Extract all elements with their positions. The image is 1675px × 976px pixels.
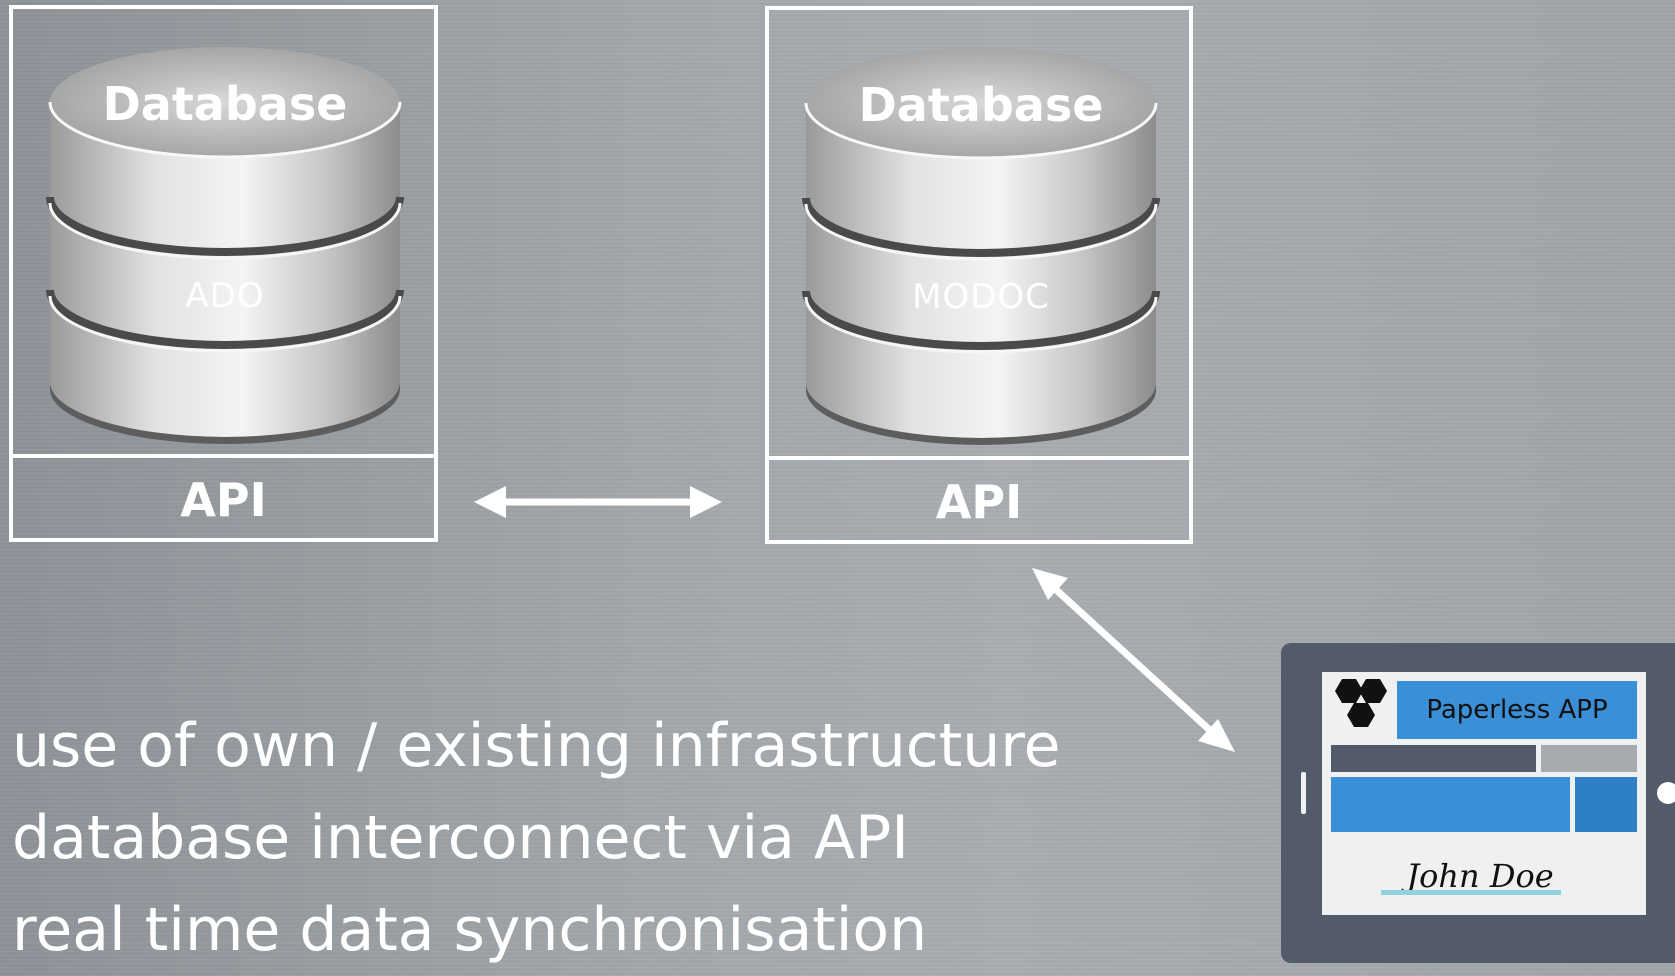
connector-arrows (0, 0, 1675, 942)
api-label: API (180, 473, 267, 527)
database-title: Database (859, 78, 1104, 132)
database-title: Database (103, 77, 348, 131)
app-ui-block (1541, 745, 1637, 772)
api-label: API (935, 475, 1023, 529)
tablet-side-button (1301, 772, 1306, 814)
database-area: Database MODOC (769, 10, 1189, 460)
signature-line (1381, 890, 1561, 895)
feature-list: use of own / existing infrastructure dat… (12, 700, 1061, 976)
database-name: ADO (185, 276, 264, 316)
database-name: MODOC (912, 277, 1050, 317)
feature-item: real time data synchronisation (12, 895, 928, 965)
app-ui-block (1575, 777, 1637, 832)
feature-item: database interconnect via API (12, 803, 909, 873)
diagonal-arrow-icon (1032, 568, 1235, 752)
tablet-home-button (1657, 782, 1675, 804)
database-box-ado: Database ADO API (9, 5, 438, 542)
app-title-bar: Paperless APP (1397, 681, 1637, 739)
database-area: Database ADO (13, 9, 434, 458)
app-ui-block (1331, 777, 1570, 832)
app-ui-block (1331, 745, 1536, 772)
database-cylinder-icon: Database ADO (46, 47, 404, 444)
database-cylinder-icon: Database MODOC (802, 48, 1160, 445)
feature-item: use of own / existing infrastructure (12, 711, 1061, 781)
database-box-modoc: Database MODOC API (765, 6, 1193, 544)
bidirectional-arrow-icon (474, 486, 722, 518)
hexagon-logo-icon (1335, 679, 1387, 727)
signature-text: John Doe (1406, 857, 1554, 895)
